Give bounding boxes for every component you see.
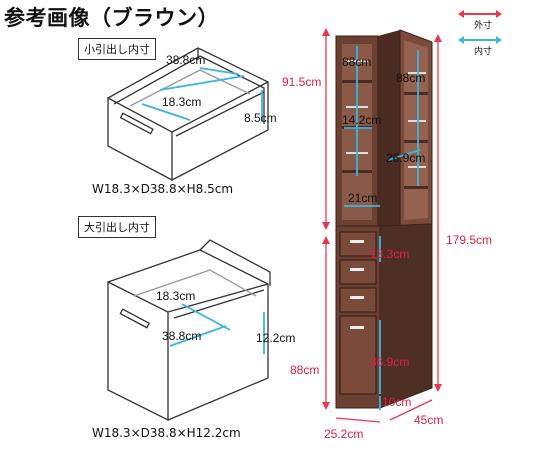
large-drawer-height: 12.2cm bbox=[256, 331, 295, 345]
shelf-left-height: 88cm bbox=[342, 55, 371, 69]
large-drawer-label: 大引出し内寸 bbox=[78, 216, 156, 238]
large-drawer-caption: W18.3×D38.8×H12.2cm bbox=[92, 426, 241, 440]
small-drawer-illustration bbox=[107, 47, 269, 182]
small-drawer-dimension-lines bbox=[141, 67, 263, 122]
shelf-right-height: 88cm bbox=[396, 71, 425, 85]
small-drawer-caption: W18.3×D38.8×H8.5cm bbox=[92, 182, 234, 196]
shelf-bottom-width: 21cm bbox=[348, 191, 377, 205]
cabinet-inner-dimensions bbox=[344, 46, 421, 410]
total-height: 179.5cm bbox=[446, 233, 492, 247]
cabinet-illustration bbox=[335, 29, 433, 409]
small-drawer-height: 8.5cm bbox=[244, 111, 277, 125]
cabinet-width: 25.2cm bbox=[324, 427, 363, 441]
page-title: 参考画像（ブラウン） bbox=[4, 6, 219, 30]
legend-outer-arrow bbox=[458, 10, 502, 18]
lower-height: 88cm bbox=[290, 363, 319, 377]
shelf-right-width: 26.9cm bbox=[386, 151, 425, 165]
legend-outer-label: 外寸 bbox=[474, 21, 493, 31]
large-drawer-illustration bbox=[107, 239, 271, 422]
legend-inner-arrow bbox=[458, 36, 502, 44]
small-drawer-label: 小引出し内寸 bbox=[78, 38, 156, 60]
small-drawer-depth: 38.8cm bbox=[166, 53, 205, 67]
small-drawer-width: 18.3cm bbox=[162, 95, 201, 109]
large-drawer-width: 18.3cm bbox=[156, 289, 195, 303]
base-height: 10cm bbox=[382, 395, 411, 409]
cabinet-outer-arrowheads bbox=[322, 28, 442, 410]
cabinet-depth: 45cm bbox=[414, 413, 443, 427]
legend-inner-label: 内寸 bbox=[474, 47, 493, 57]
upper-height: 91.5cm bbox=[282, 75, 321, 89]
shelf-left-width: 14.2cm bbox=[342, 113, 381, 127]
small-drawer-inner-height: 13.3cm bbox=[370, 247, 409, 261]
large-drawer-dimension-lines bbox=[169, 303, 265, 354]
large-drawer-depth: 38.8cm bbox=[162, 329, 201, 343]
large-drawer-inner-height: 36.9cm bbox=[370, 355, 409, 369]
cabinet-outer-dimensions bbox=[325, 30, 439, 423]
